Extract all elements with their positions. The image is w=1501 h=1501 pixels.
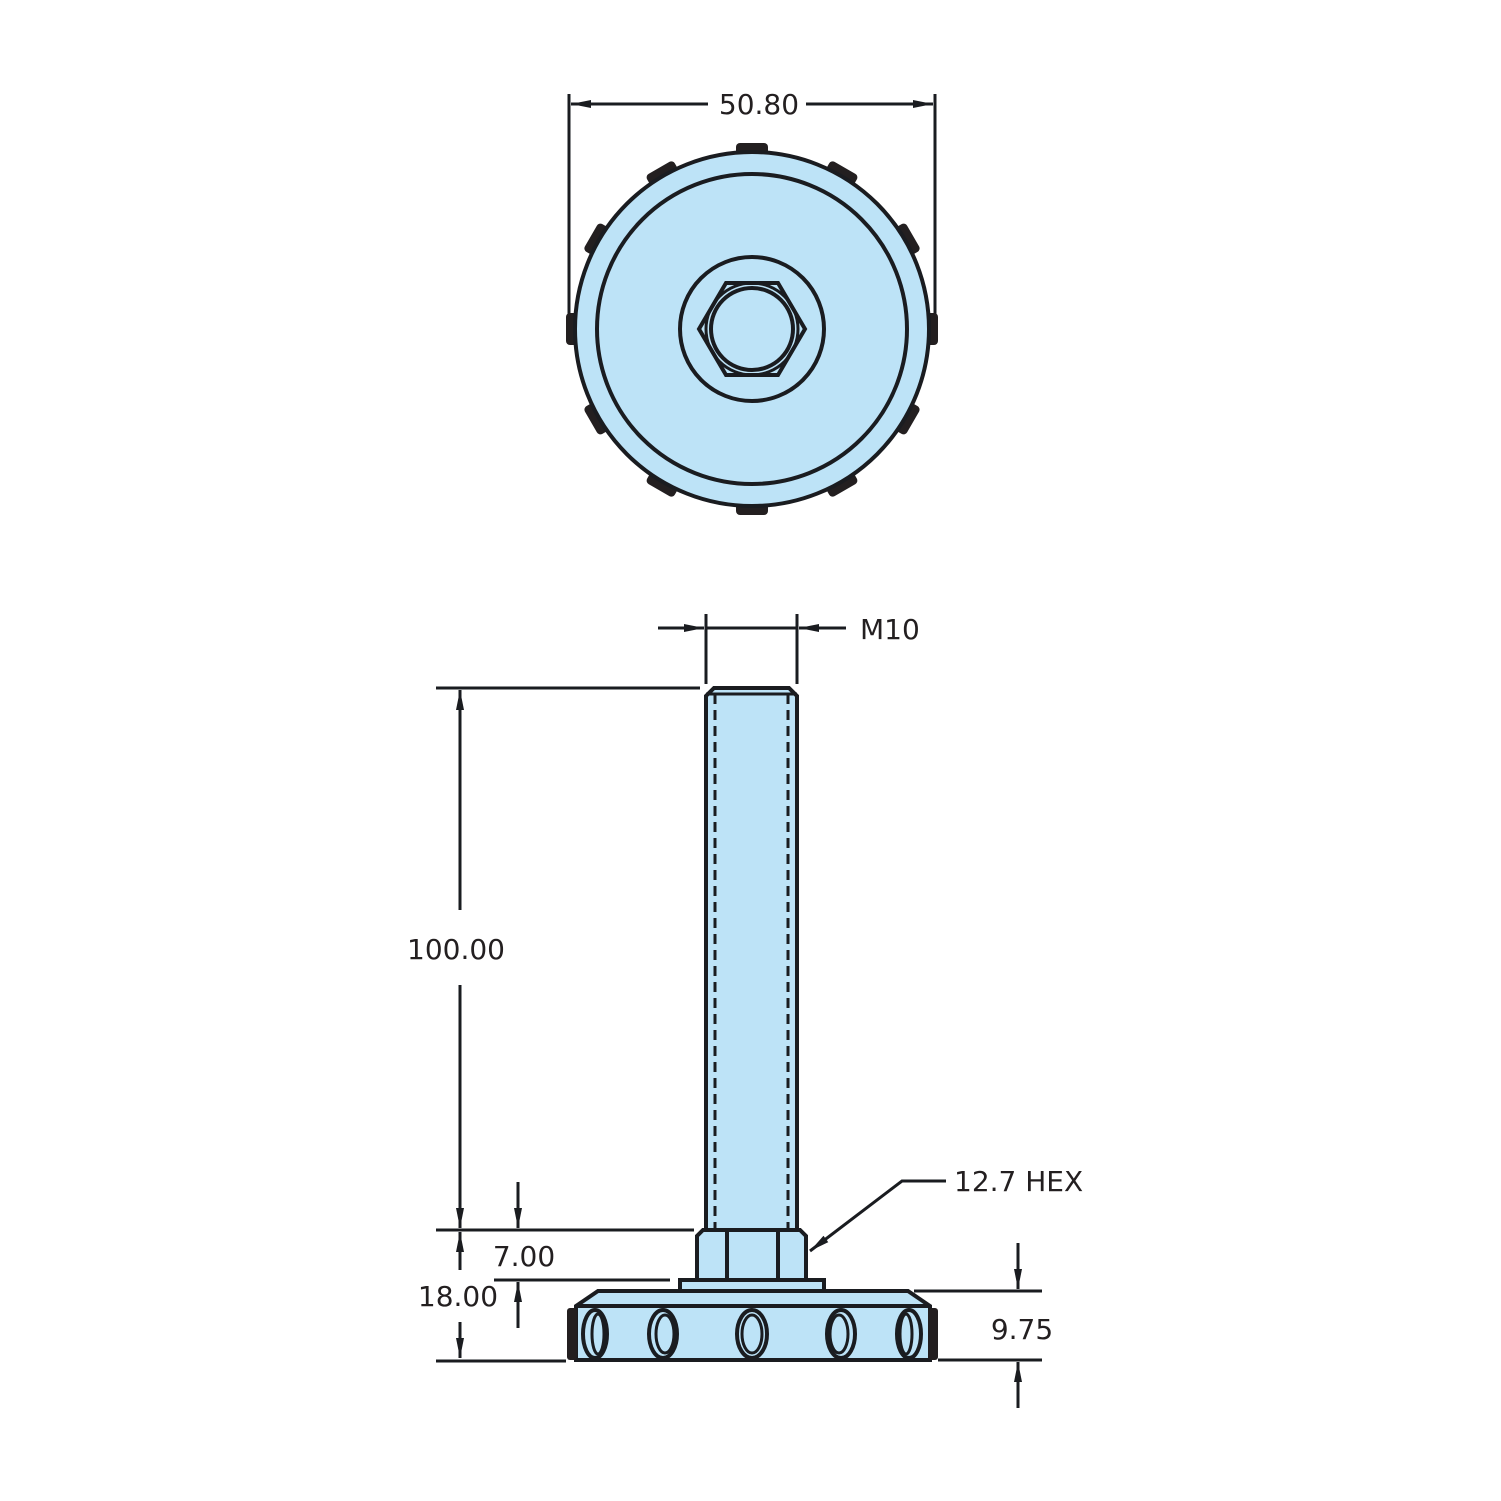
base-pad [574, 1289, 932, 1362]
top-view: 50.80 [566, 88, 938, 515]
hex-nut [695, 1228, 808, 1282]
hex-size-label: 12.7 HEX [954, 1165, 1083, 1198]
threaded-stud [704, 686, 799, 1232]
base-end-cap-right [928, 1308, 938, 1360]
hole-inner-icon [590, 1312, 606, 1356]
hole-inner-icon [740, 1313, 764, 1355]
hole-inner-icon [828, 1313, 850, 1355]
thread-size-label: M10 [860, 613, 920, 646]
hex-nut-outline [696, 281, 808, 377]
hex-height-label: 7.00 [493, 1240, 555, 1273]
hole-inner-icon [654, 1313, 676, 1355]
hole-icon [647, 1308, 679, 1360]
hole-inner-icon [898, 1312, 914, 1356]
hole-icon [735, 1308, 769, 1360]
hole-icon [581, 1308, 609, 1360]
diameter-dimension-label: 50.80 [719, 88, 799, 121]
side-view: M10 100.00 7.00 18.00 12.7 HEX [407, 613, 1083, 1408]
hex-leader-line [809, 1179, 946, 1253]
collar-circle [678, 255, 826, 403]
hole-icon [895, 1308, 923, 1360]
hex-chamfer-circle [704, 281, 800, 377]
base-end-cap-left [567, 1308, 577, 1360]
base-inner-circle [595, 172, 909, 486]
stud-length-label: 100.00 [407, 933, 505, 966]
base-thickness-label: 9.75 [991, 1313, 1053, 1346]
hole-icon [825, 1308, 857, 1360]
base-holes [581, 1308, 923, 1360]
overall-height-label: 18.00 [418, 1280, 498, 1313]
stud-circle [709, 286, 795, 372]
